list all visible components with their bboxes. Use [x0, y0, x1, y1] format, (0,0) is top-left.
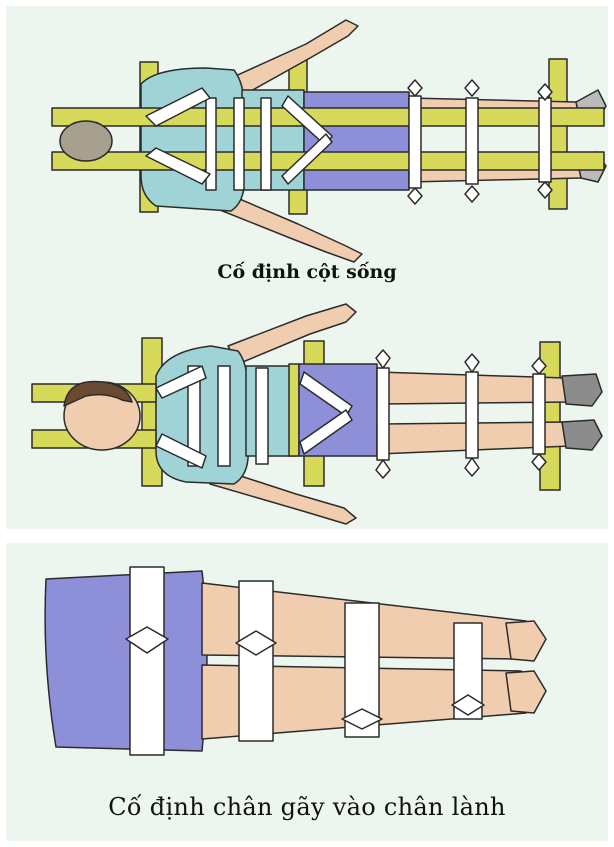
upper-foot — [506, 621, 546, 661]
figure-front-view — [32, 304, 602, 524]
long-splint-upper — [52, 108, 604, 126]
spine-immobilization-panel: Cố định cột sống — [6, 6, 608, 529]
bandage — [234, 98, 244, 190]
bandage — [539, 98, 551, 182]
bandage-thigh — [130, 567, 164, 755]
right-arm — [228, 304, 356, 364]
bandage — [409, 96, 421, 188]
long-splint-lower — [52, 152, 604, 170]
bandage — [218, 366, 230, 466]
caption-spine-immobilization: Cố định cột sống — [6, 261, 608, 283]
bandage — [377, 368, 389, 460]
bandage — [256, 368, 268, 464]
head — [60, 121, 112, 161]
bandage-knee — [239, 581, 273, 741]
left-shoe — [562, 420, 602, 450]
belt — [289, 364, 299, 456]
right-shoe — [562, 374, 602, 406]
shorts — [45, 571, 207, 751]
figure-back-view — [52, 20, 606, 262]
leg-immobilization-panel: Cố định chân gãy vào chân lành — [6, 543, 608, 841]
lower-foot — [506, 671, 546, 713]
bandage — [533, 374, 545, 454]
bandage — [466, 98, 478, 184]
torso-shirt — [141, 68, 244, 211]
bandage — [466, 372, 478, 458]
caption-leg-immobilization: Cố định chân gãy vào chân lành — [6, 793, 608, 821]
bandage — [261, 98, 271, 190]
